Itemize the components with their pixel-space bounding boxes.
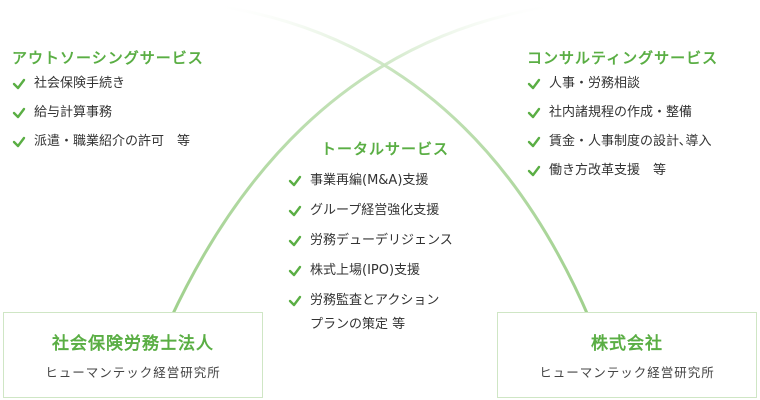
check-icon: [12, 78, 26, 90]
list-item-label: 給与計算事務: [34, 105, 113, 120]
sr-corporation-subtitle: ヒューマンテック経営研究所: [45, 365, 221, 380]
consulting-section: コンサルティングサービス 人事・労務相談 社内諸規程の作成・整備 賃金・人事制度…: [527, 47, 718, 192]
outsourcing-title: アウトソーシングサービス: [12, 49, 204, 67]
check-icon: [288, 265, 302, 277]
check-icon: [12, 136, 26, 148]
list-item: グループ経営強化支援: [288, 203, 453, 219]
list-item-label-line1: 労務監査とアクション: [310, 293, 440, 308]
check-icon: [527, 136, 541, 148]
consulting-list: 人事・労務相談 社内諸規程の作成・整備 賃金・人事制度の設計､導入 働き方改革支…: [527, 76, 718, 179]
check-icon: [288, 295, 302, 307]
arc-left-to-right: [209, 3, 592, 321]
outsourcing-list: 社会保険手続き 給与計算事務 派遣・職業紹介の許可 等: [12, 76, 204, 150]
list-item: 社会保険手続き: [12, 76, 204, 92]
total-service-title: トータルサービス: [321, 140, 450, 158]
sr-corporation-title: 社会保険労務士法人: [52, 334, 214, 354]
list-item: 労務デューデリジェンス: [288, 233, 453, 249]
list-item-label: 働き方改革支援 等: [549, 163, 667, 178]
check-icon: [527, 107, 541, 119]
kk-corporation-subtitle: ヒューマンテック経営研究所: [539, 365, 715, 380]
outsourcing-section: アウトソーシングサービス 社会保険手続き 給与計算事務 派遣・職業紹介の許可 等: [12, 47, 204, 163]
total-service-list: 事業再編(M&A)支援 グループ経営強化支援 労務デューデリジェンス 株式上場(…: [288, 173, 453, 337]
kk-corporation-box: 株式会社 ヒューマンテック経営研究所: [497, 312, 757, 398]
list-item: 株式上場(IPO)支援: [288, 263, 453, 279]
list-item-label: 派遣・職業紹介の許可 等: [34, 134, 191, 149]
list-item-label: 株式上場(IPO)支援: [310, 263, 421, 278]
sr-corporation-box: 社会保険労務士法人 ヒューマンテック経営研究所: [3, 312, 263, 398]
list-item: 人事・労務相談: [527, 76, 718, 92]
list-item: 賃金・人事制度の設計､導入: [527, 134, 718, 150]
check-icon: [527, 78, 541, 90]
total-service-section: トータルサービス 事業再編(M&A)支援 グループ経営強化支援 労務デューデリジ…: [288, 138, 453, 350]
check-icon: [288, 175, 302, 187]
list-item-label: 社会保険手続き: [34, 76, 126, 91]
list-item: 社内諸規程の作成・整備: [527, 105, 718, 121]
list-item-label: 社内諸規程の作成・整備: [549, 105, 693, 120]
list-item-label: 賃金・人事制度の設計､導入: [549, 134, 712, 149]
list-item-label: 事業再編(M&A)支援: [310, 173, 429, 188]
list-item-label: 人事・労務相談: [549, 76, 641, 91]
check-icon: [12, 107, 26, 119]
list-item-label: グループ経営強化支援: [310, 203, 440, 218]
consulting-title: コンサルティングサービス: [527, 49, 719, 67]
list-item: 給与計算事務: [12, 105, 204, 121]
list-item: 派遣・職業紹介の許可 等: [12, 134, 204, 150]
check-icon: [288, 235, 302, 247]
check-icon: [527, 165, 541, 177]
list-item: 労務監査とアクション プランの策定 等: [288, 293, 453, 337]
check-icon: [288, 205, 302, 217]
list-item-label-line2: プランの策定 等: [310, 317, 406, 332]
list-item: 事業再編(M&A)支援: [288, 173, 453, 189]
list-item-label: 労務デューデリジェンス: [310, 233, 453, 248]
kk-corporation-title: 株式会社: [591, 334, 663, 354]
arc-right-to-left: [168, 3, 561, 321]
list-item-label: 労務監査とアクション プランの策定 等: [310, 289, 439, 337]
list-item: 働き方改革支援 等: [527, 163, 718, 179]
